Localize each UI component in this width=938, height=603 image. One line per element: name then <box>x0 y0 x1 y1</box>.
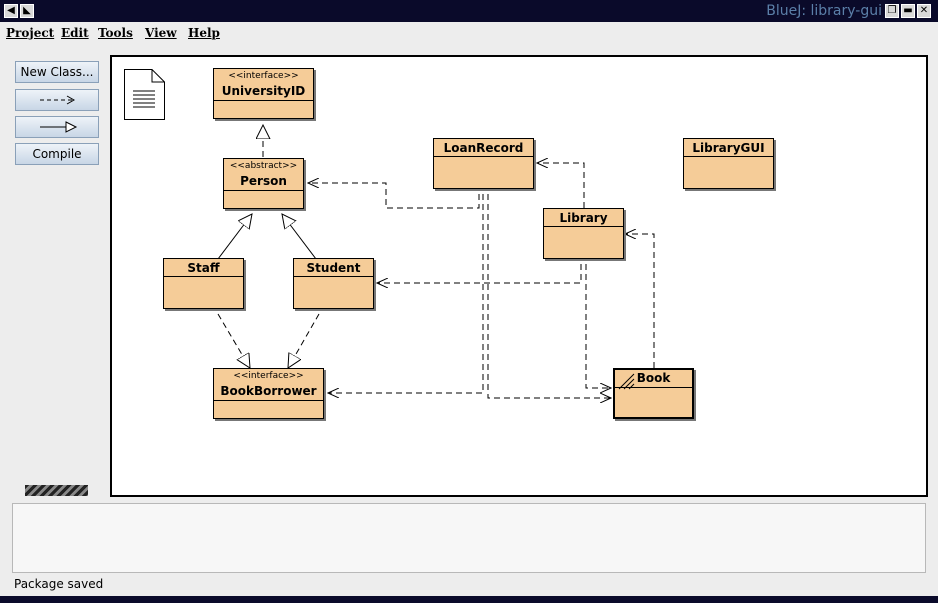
window-left-arrow-icon[interactable]: ◀ <box>4 4 18 18</box>
restore-icon[interactable]: ❐ <box>885 4 899 18</box>
class-library[interactable]: Library <box>543 208 624 259</box>
inheritance-arrow-icon <box>40 121 78 133</box>
class-name: Staff <box>187 261 220 275</box>
readme-file-icon[interactable] <box>124 69 165 120</box>
class-header: Student <box>294 259 373 277</box>
resize-handle-icon[interactable] <box>615 370 635 390</box>
menu-help[interactable]: Help <box>188 26 220 40</box>
class-header: Staff <box>164 259 243 277</box>
compile-button[interactable]: Compile <box>15 143 99 165</box>
inheritance-arrow-button[interactable] <box>15 116 99 138</box>
menu-project[interactable]: Project <box>6 26 55 40</box>
uses-arrow-button[interactable] <box>15 89 99 111</box>
class-name: UniversityID <box>221 84 306 98</box>
class-name: Book <box>636 371 671 385</box>
class-universityid[interactable]: <<interface>> UniversityID <box>213 68 314 119</box>
class-header: <<interface>> UniversityID <box>214 69 313 101</box>
status-text: Package saved <box>14 577 104 591</box>
class-person[interactable]: <<abstract>> Person <box>223 158 304 209</box>
class-name: Student <box>306 261 361 275</box>
class-stereotype: <<interface>> <box>228 71 299 81</box>
menu-view[interactable]: View <box>145 26 177 40</box>
window-title: BlueJ: library-gui <box>766 3 882 19</box>
title-bar: ◀ ◣ BlueJ: library-gui ❐ ▬ ✕ <box>0 0 938 22</box>
class-student[interactable]: Student <box>293 258 374 309</box>
progress-indicator <box>25 485 88 496</box>
class-stereotype: <<interface>> <box>233 371 304 381</box>
menu-edit[interactable]: Edit <box>61 26 89 40</box>
close-icon[interactable]: ✕ <box>917 4 931 18</box>
class-name: BookBorrower <box>220 384 317 398</box>
class-bookborrower[interactable]: <<interface>> BookBorrower <box>213 368 324 419</box>
class-header: LoanRecord <box>434 139 533 157</box>
minimize-icon[interactable]: ▬ <box>901 4 915 18</box>
window-resize-icon[interactable]: ◣ <box>20 4 34 18</box>
bottom-border <box>0 596 938 603</box>
class-librarygui[interactable]: LibraryGUI <box>683 138 774 189</box>
class-name: LoanRecord <box>443 141 524 155</box>
class-diagram-canvas[interactable]: <<interface>> UniversityID <<abstract>> … <box>110 55 928 497</box>
menu-tools[interactable]: Tools <box>98 26 133 40</box>
class-header: <<abstract>> Person <box>224 159 303 191</box>
relationship-arrows <box>217 57 655 495</box>
new-class-button[interactable]: New Class... <box>15 61 99 83</box>
message-area <box>12 503 926 573</box>
class-header: Library <box>544 209 623 227</box>
class-book[interactable]: Book <box>613 368 694 419</box>
class-header: <<interface>> BookBorrower <box>214 369 323 401</box>
dashed-arrow-icon <box>40 95 76 105</box>
class-header: LibraryGUI <box>684 139 773 157</box>
class-loanrecord[interactable]: LoanRecord <box>433 138 534 189</box>
class-staff[interactable]: Staff <box>163 258 244 309</box>
class-stereotype: <<abstract>> <box>229 161 298 171</box>
class-name: LibraryGUI <box>692 141 765 155</box>
class-header: Book <box>615 370 692 388</box>
class-name: Library <box>559 211 608 225</box>
class-name: Person <box>240 174 287 188</box>
menu-bar: Project Edit Tools View Help <box>0 22 938 44</box>
